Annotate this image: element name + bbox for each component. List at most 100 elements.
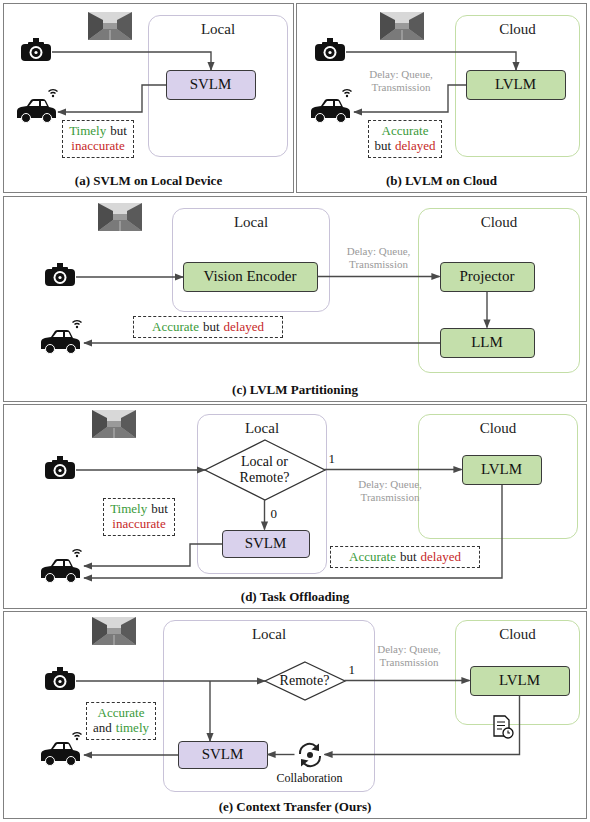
output-arrow xyxy=(84,754,178,755)
panel-caption: (b) LVLM on Cloud xyxy=(297,173,586,189)
large-model-box: LVLM xyxy=(462,455,542,485)
figure-panel: (b) LVLM on Cloud CloudLVLM Accuratebutdel… xyxy=(296,3,587,193)
callout-word: but xyxy=(400,550,417,565)
result-callout: Accurate but delayed xyxy=(133,316,283,338)
region-heading: Cloud xyxy=(419,420,577,437)
camera-icon xyxy=(315,38,345,61)
context-document-icon xyxy=(494,716,513,738)
large-model-box: LVLM xyxy=(470,666,570,696)
panel-caption: (e) Context Transfer (Ours) xyxy=(4,799,586,815)
callout-word: but xyxy=(374,139,391,154)
model-label: SVLM xyxy=(190,76,232,93)
result-callout: Accuratebutdelayed xyxy=(330,546,480,568)
model-label: SVLM xyxy=(202,746,244,763)
model-label: LVLM xyxy=(495,76,536,93)
callout-word: Accurate xyxy=(382,124,429,139)
model-label: Projector xyxy=(460,268,515,285)
input-arrow xyxy=(76,680,265,681)
flow-arrow xyxy=(345,680,470,681)
local-device-region: LocalVision Encoder xyxy=(172,208,330,312)
cloud-region: CloudLVLM xyxy=(455,15,580,157)
region-heading: Local xyxy=(164,626,374,643)
output-arrow xyxy=(84,544,222,566)
large-model-box: Projector xyxy=(440,262,535,292)
output-arrow xyxy=(84,342,440,343)
car-icon xyxy=(41,550,82,583)
callout-word: timely xyxy=(116,721,149,736)
local-device-region: LocalRemote? SVLM Collaboration xyxy=(163,620,375,792)
decision-label: Local or Remote? xyxy=(228,454,302,485)
flow-arrow xyxy=(325,469,462,470)
flow-arrow xyxy=(268,754,295,755)
edge-label: Delay: Queue, Transmission xyxy=(338,245,420,271)
small-model-box: SVLM xyxy=(178,741,268,769)
large-model-box: Vision Encoder xyxy=(183,262,318,292)
result-callout: Accurateand timely xyxy=(86,702,156,740)
flow-arrow xyxy=(318,276,440,277)
result-callout: Timely butinaccurate xyxy=(103,498,175,536)
result-callout: Timelybutinaccurate xyxy=(62,120,134,158)
cloud-region: CloudLVLM xyxy=(455,620,580,725)
road-image xyxy=(88,12,132,40)
callout-word: delayed xyxy=(395,139,435,154)
local-device-region: LocalSVLM xyxy=(148,15,288,157)
decision-label: Remote? xyxy=(280,673,330,688)
output-arrow xyxy=(354,85,466,112)
diamond-shape xyxy=(265,662,345,700)
callout-word: Timely xyxy=(110,502,147,517)
callout-word: inaccurate xyxy=(112,517,165,532)
diamond-text-holder: Local or Remote? xyxy=(205,440,325,500)
callout-word: but xyxy=(110,124,127,139)
model-label: LLM xyxy=(471,334,503,351)
collaboration-node: Collaboration xyxy=(270,740,350,786)
large-model-box: LLM xyxy=(440,328,535,358)
input-arrow xyxy=(52,52,211,70)
callout-word: and xyxy=(93,721,112,736)
edge-label: 1 xyxy=(349,662,356,678)
callout-word: Accurate xyxy=(152,320,199,335)
small-model-box: SVLM xyxy=(166,70,256,100)
car-icon xyxy=(17,90,58,123)
decision-diamond: Remote? xyxy=(265,662,345,700)
delay-note: Delay: Queue, Transmission xyxy=(366,643,452,669)
output-arrow xyxy=(58,85,166,112)
region-heading: Cloud xyxy=(456,626,579,643)
callout-word: Accurate xyxy=(349,550,396,565)
edge-label: 1 xyxy=(329,451,336,467)
output-arrow xyxy=(84,485,502,578)
callout-word: delayed xyxy=(224,320,264,335)
car-icon xyxy=(41,733,82,766)
road-image xyxy=(92,617,136,645)
camera-icon xyxy=(21,38,51,61)
flow-arrow xyxy=(264,500,265,530)
decision-diamond: Local or Remote? xyxy=(205,440,325,500)
road-image xyxy=(380,12,424,40)
cloud-region: CloudProjectorLLM xyxy=(418,208,580,373)
input-arrow xyxy=(346,52,516,70)
camera-icon xyxy=(45,263,75,286)
collaboration-icon xyxy=(295,740,325,770)
region-heading: Local xyxy=(149,21,287,38)
callout-word: but xyxy=(151,502,168,517)
region-heading: Cloud xyxy=(419,214,579,231)
flow-arrow xyxy=(486,292,487,328)
panel-caption: (d) Task Offloading xyxy=(4,589,586,605)
delay-note: Delay: Queue, Transmission xyxy=(356,68,446,94)
flow-arrow xyxy=(325,696,520,755)
panel-caption: (a) SVLM on Local Device xyxy=(4,173,293,189)
callout-word: Accurate xyxy=(98,706,145,721)
diamond-shape xyxy=(205,440,325,500)
road-image xyxy=(92,410,136,438)
callout-word: but xyxy=(203,320,220,335)
car-icon xyxy=(41,321,82,354)
figure-panel: (d) Task OffloadingLocalLocal or Remote?… xyxy=(3,404,587,609)
input-arrow xyxy=(76,276,183,277)
small-model-box: SVLM xyxy=(222,530,310,558)
input-arrow xyxy=(209,681,210,741)
panel-caption: (c) LVLM Partitioning xyxy=(4,382,586,398)
cycle-symbol xyxy=(295,740,325,770)
